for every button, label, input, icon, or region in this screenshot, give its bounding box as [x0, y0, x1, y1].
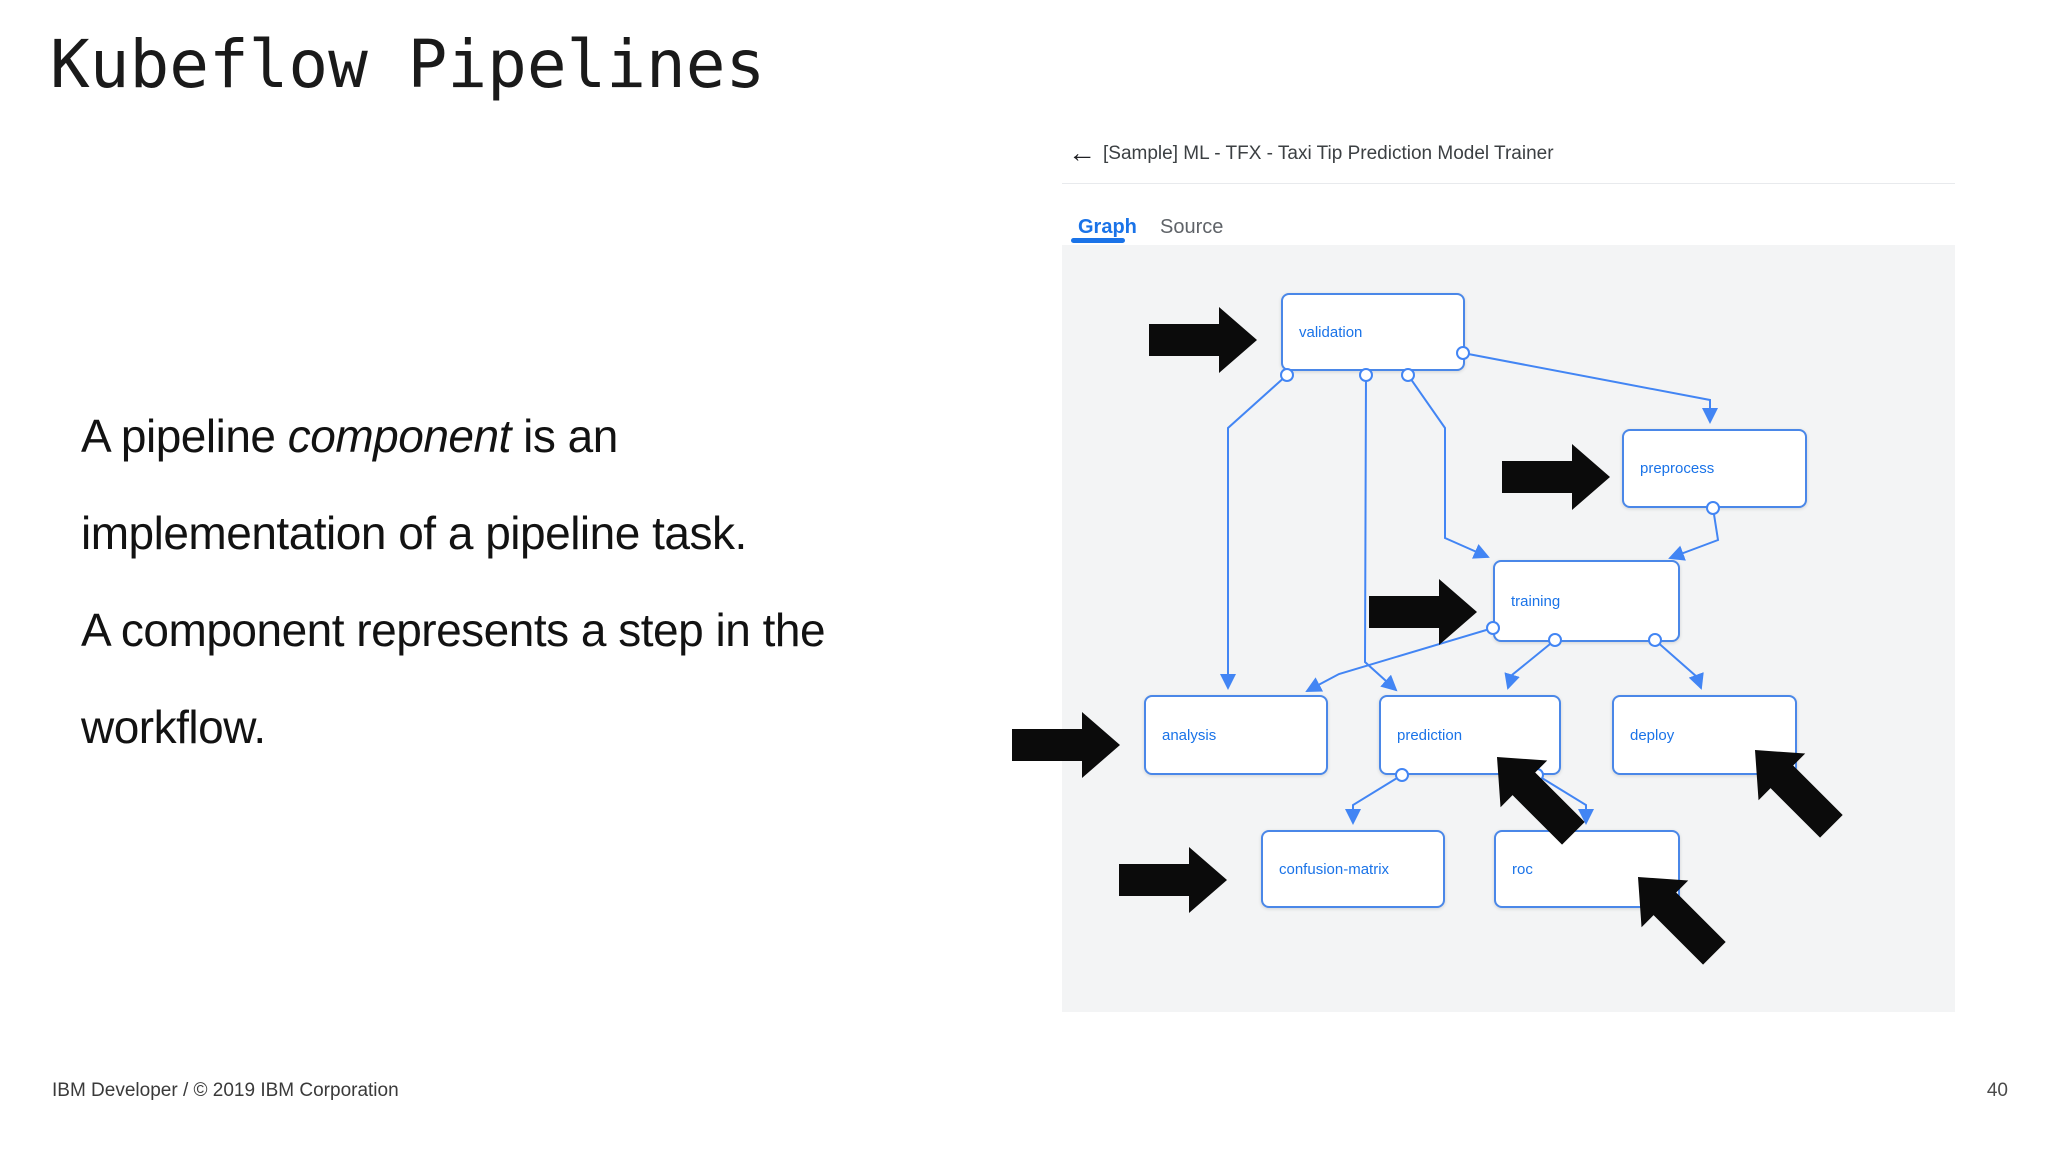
graph-node-roc[interactable]: roc: [1494, 830, 1680, 908]
node-label: analysis: [1162, 726, 1217, 744]
graph-node-training[interactable]: training: [1493, 560, 1680, 642]
body-line1-post: is an: [510, 410, 618, 462]
graph-node-deploy[interactable]: deploy: [1612, 695, 1797, 775]
graph-node-validation[interactable]: validation: [1281, 293, 1465, 371]
active-tab-underline: [1071, 238, 1125, 243]
slide-title: Kubeflow Pipelines: [50, 26, 766, 103]
header-divider: [1062, 183, 1955, 184]
body-line1-pre: A pipeline: [81, 410, 288, 462]
node-label: preprocess: [1640, 460, 1715, 477]
back-arrow-icon[interactable]: ←: [1068, 137, 1096, 168]
graph-node-preprocess[interactable]: preprocess: [1622, 429, 1807, 508]
node-label: training: [1511, 592, 1561, 610]
body-line1-italic: component: [287, 410, 512, 462]
tab-source[interactable]: Source: [1160, 216, 1224, 238]
graph-node-prediction[interactable]: prediction: [1379, 695, 1561, 775]
tab-graph[interactable]: Graph: [1078, 216, 1137, 238]
node-label: roc: [1512, 860, 1533, 878]
node-label: confusion-matrix: [1279, 860, 1390, 878]
pipeline-header-title: [Sample] ML - TFX - Taxi Tip Prediction …: [1103, 143, 1554, 164]
body-line-3: A component represents a step in the: [81, 604, 826, 656]
graph-node-confusion-matrix[interactable]: confusion-matrix: [1261, 830, 1445, 908]
node-label: prediction: [1397, 726, 1463, 744]
graph-node-analysis[interactable]: analysis: [1144, 695, 1328, 775]
body-line-4: workflow.: [81, 701, 266, 753]
body-line-2: implementation of a pipeline task.: [81, 507, 747, 559]
footer-copyright: IBM Developer / © 2019 IBM Corporation: [52, 1080, 399, 1101]
page-number: 40: [1986, 1080, 2008, 1101]
node-label: deploy: [1630, 726, 1675, 744]
body-text: A pipeline component is an implementatio…: [81, 388, 1061, 776]
node-label: validation: [1299, 323, 1363, 341]
body-line-1: A pipeline component is an: [81, 388, 1061, 485]
